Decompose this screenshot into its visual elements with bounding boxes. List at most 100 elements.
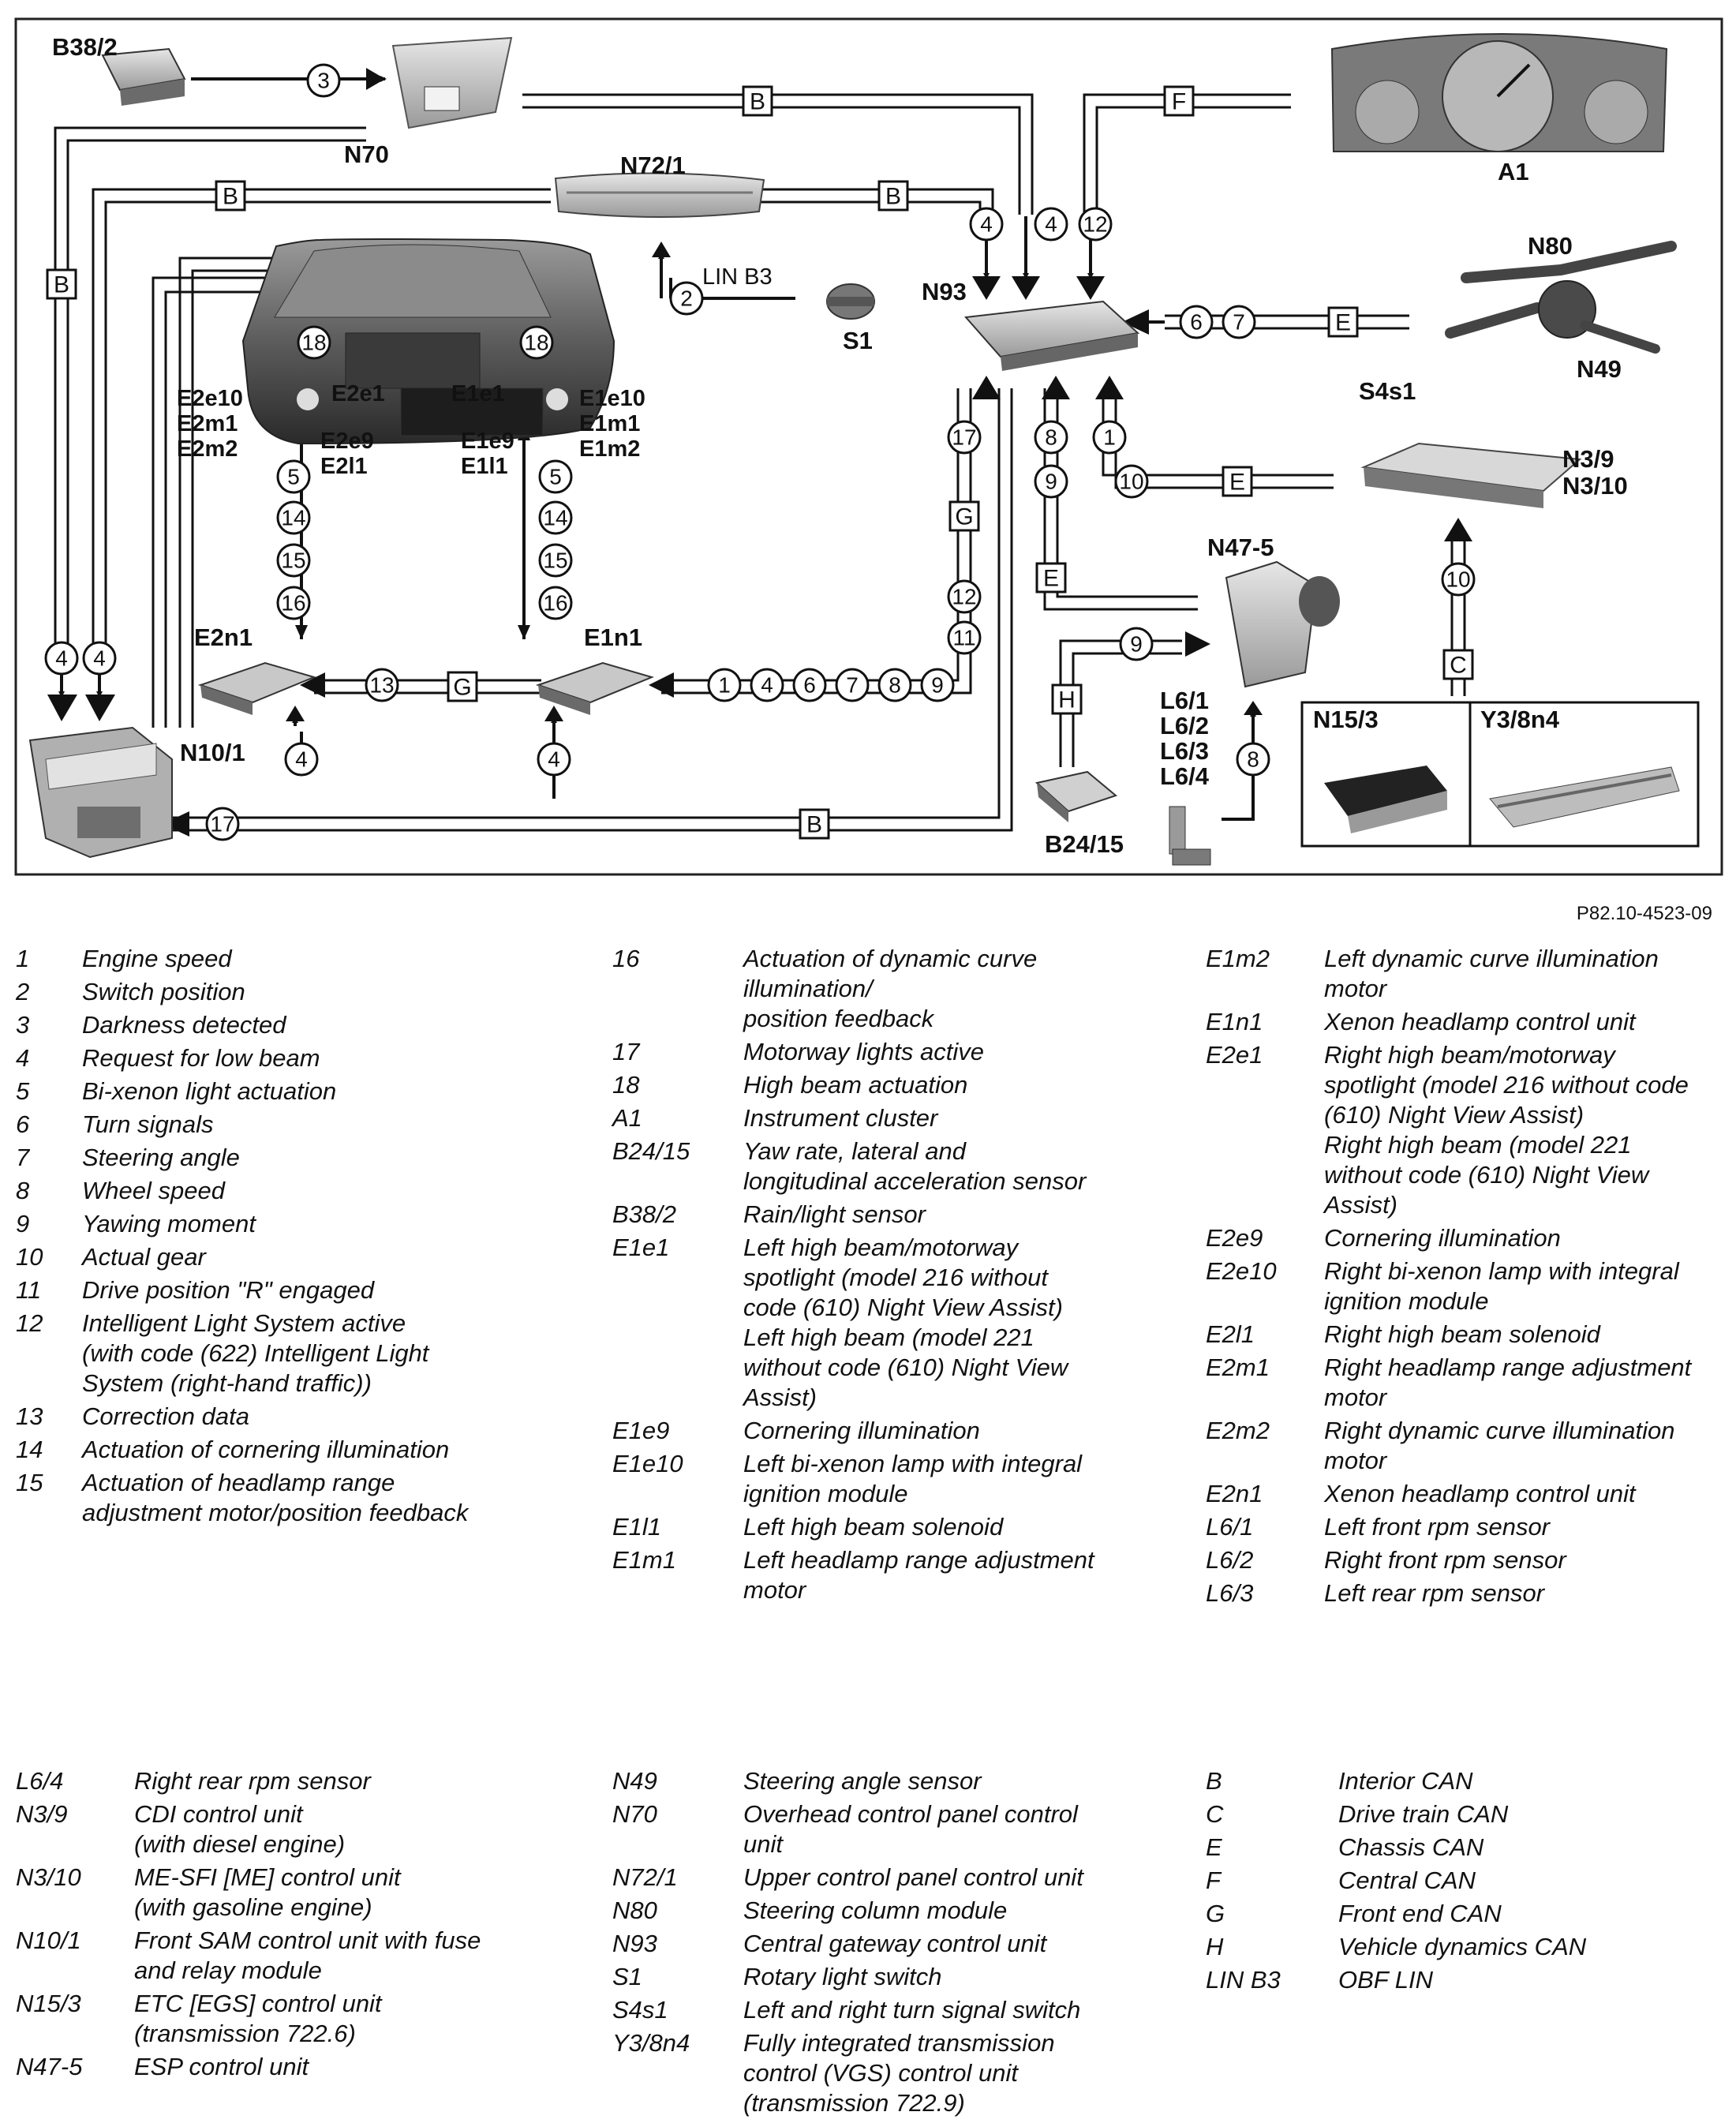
legend-code: 9 bbox=[16, 1210, 30, 1237]
sig-11: 11 bbox=[952, 626, 975, 650]
legend-description: Steering angle sensor bbox=[743, 1767, 982, 1795]
legend-description: Cornering illumination bbox=[1324, 1224, 1561, 1252]
label-e1l1: E1l1 bbox=[461, 454, 508, 479]
sig-e1-1: 1 bbox=[718, 673, 731, 698]
xenon-control-unit-right-image bbox=[197, 661, 317, 715]
legend-description: Front SAM control unit with fuse and rel… bbox=[134, 1926, 481, 1984]
legend-description: Instrument cluster bbox=[743, 1104, 938, 1132]
legend-code: B24/15 bbox=[612, 1137, 690, 1165]
sig-4-a: 4 bbox=[980, 212, 993, 237]
legend-description: Drive train CAN bbox=[1338, 1800, 1509, 1828]
diagram-frame bbox=[14, 17, 1723, 876]
legend-description: Right dynamic curve illumination motor bbox=[1324, 1417, 1675, 1474]
label-n80: N80 bbox=[1528, 232, 1573, 260]
legend-code: L6/2 bbox=[1206, 1546, 1254, 1574]
legend-code: N47-5 bbox=[16, 2053, 83, 2080]
sig-12-a: 12 bbox=[1083, 212, 1107, 237]
legend-description: Central gateway control unit bbox=[743, 1930, 1047, 1957]
legend-code: 10 bbox=[16, 1243, 43, 1271]
legend-code: E1m2 bbox=[1206, 945, 1270, 972]
legend-code: B bbox=[1206, 1767, 1222, 1795]
legend-description: ESP control unit bbox=[134, 2053, 309, 2080]
legend-code: E bbox=[1206, 1833, 1222, 1861]
sig-9-a: 9 bbox=[1045, 470, 1057, 494]
bus-e-n80: E bbox=[1335, 310, 1351, 336]
legend-description: Left high beam solenoid bbox=[743, 1513, 1004, 1541]
label-e1n1: E1n1 bbox=[584, 623, 642, 651]
instrument-cluster-image bbox=[1330, 33, 1668, 152]
legend-description: Right high beam/motorway spotlight (mode… bbox=[1324, 1041, 1689, 1219]
legend-code: S4s1 bbox=[612, 1996, 668, 2024]
label-n15-3: N15/3 bbox=[1313, 706, 1379, 733]
legend-entry: N47-5 ESP control unit bbox=[16, 2052, 584, 2082]
legend-code: N93 bbox=[612, 1930, 657, 1957]
legend-entry: N10/1 Front SAM control unit with fuse an… bbox=[16, 1926, 584, 1986]
legend-code: N10/1 bbox=[16, 1926, 81, 1954]
label-l6-1: L6/1 bbox=[1160, 687, 1209, 714]
label-e2l1: E2l1 bbox=[320, 454, 368, 479]
legend-code: F bbox=[1206, 1867, 1221, 1894]
label-e2m2: E2m2 bbox=[177, 436, 238, 462]
legend-description: Front end CAN bbox=[1338, 1900, 1502, 1927]
legend-description: Darkness detected bbox=[82, 1011, 286, 1039]
esp-control-unit-image bbox=[1225, 560, 1340, 688]
legend-description: Cornering illumination bbox=[743, 1417, 980, 1444]
label-l6-2: L6/2 bbox=[1160, 712, 1209, 739]
legend-description: Drive position "R" engaged bbox=[82, 1276, 375, 1304]
sig-16-r: 16 bbox=[543, 591, 567, 616]
car-front-image bbox=[241, 238, 615, 445]
bus-g-e1n1: G bbox=[453, 675, 471, 701]
signal-number-labels: 3 2 4 4 12 6 7 17 8 9 1 10 18 18 5 5 14 … bbox=[55, 69, 1470, 837]
sig-7-a: 7 bbox=[1233, 310, 1245, 335]
label-b24-15: B24/15 bbox=[1045, 830, 1124, 858]
legend-description: Right bi-xenon lamp with integral igniti… bbox=[1324, 1257, 1679, 1315]
legend-description: Xenon headlamp control unit bbox=[1324, 1480, 1636, 1507]
legend-code: E2e9 bbox=[1206, 1224, 1263, 1252]
legend-description: Left high beam/motorway spotlight (model… bbox=[743, 1234, 1068, 1411]
legend-code: 4 bbox=[16, 1044, 30, 1072]
sig-17-b: 17 bbox=[210, 812, 234, 837]
label-a1: A1 bbox=[1498, 158, 1529, 185]
legend-code: 5 bbox=[16, 1077, 30, 1105]
label-n3-10: N3/10 bbox=[1562, 472, 1628, 500]
sig-4-left-2: 4 bbox=[93, 646, 106, 671]
legend-description: Yaw rate, lateral and longitudinal accel… bbox=[743, 1137, 1087, 1195]
legend-code: L6/1 bbox=[1206, 1513, 1254, 1541]
legend-code: E2e1 bbox=[1206, 1041, 1263, 1069]
xenon-control-unit-left-image bbox=[535, 661, 655, 715]
legend-description: Correction data bbox=[82, 1402, 249, 1430]
sig-4-e1: 4 bbox=[548, 747, 560, 772]
sig-e1-9: 9 bbox=[931, 673, 944, 698]
legend-description: Actuation of headlamp range adjustment m… bbox=[82, 1469, 469, 1526]
legend-code: A1 bbox=[612, 1104, 642, 1132]
legend-code: 17 bbox=[612, 1038, 640, 1065]
bus-b-left: B bbox=[54, 272, 69, 298]
bus-b-n72-right: B bbox=[885, 184, 901, 210]
legend-description: Actuation of cornering illumination bbox=[82, 1436, 450, 1463]
sig-8-a: 8 bbox=[1045, 425, 1057, 450]
legend-code: E1e10 bbox=[612, 1450, 683, 1477]
label-e2n1: E2n1 bbox=[194, 623, 253, 651]
